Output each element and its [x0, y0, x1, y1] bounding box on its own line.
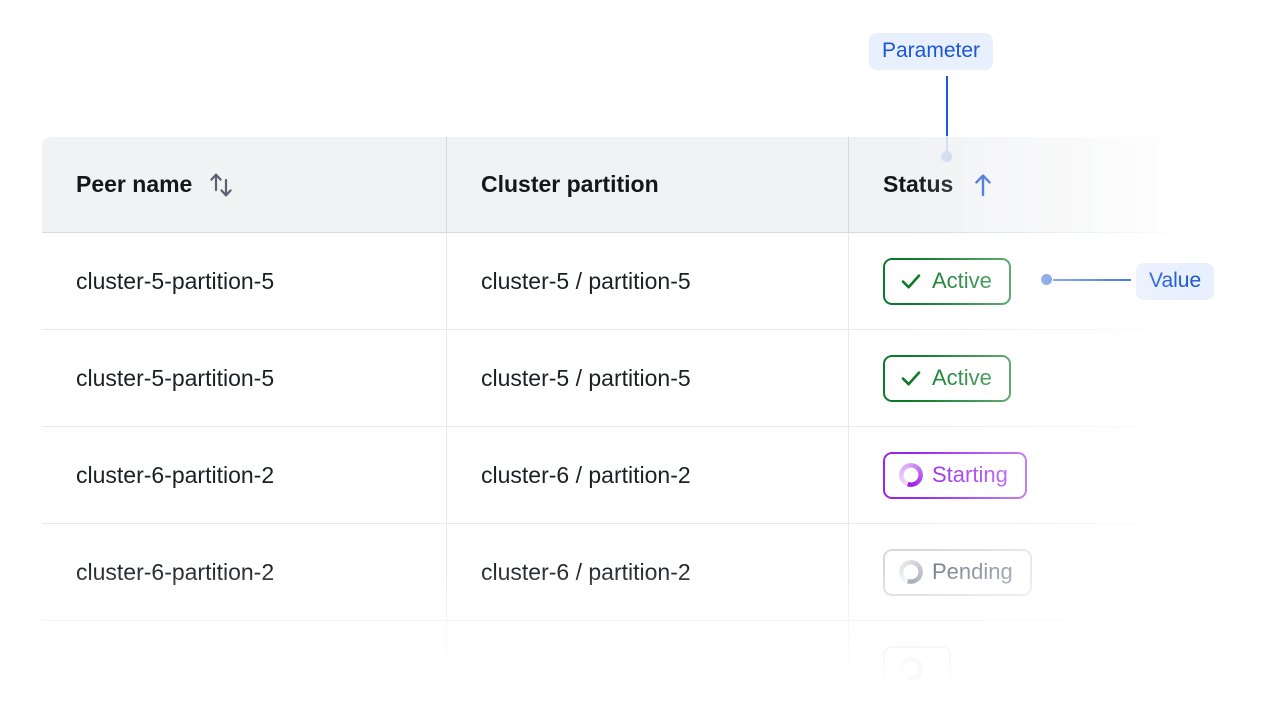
cell-peer-name: cluster-6-partition-2 — [42, 426, 447, 524]
cell-cluster-partition: cluster-6 / partition-2 — [446, 523, 849, 621]
status-badge-label: Pending — [932, 558, 1013, 584]
spinner-icon — [899, 559, 923, 584]
table-row[interactable] — [42, 620, 1191, 717]
cell-peer-name — [42, 620, 447, 717]
status-badge-label: Active — [932, 364, 992, 390]
sort-both-icon[interactable] — [208, 170, 234, 200]
cell-cluster-partition — [446, 620, 849, 717]
spinner-icon — [899, 462, 923, 487]
peer-table-container: Peer name — [41, 136, 1192, 718]
cell-peer-name: cluster-5-partition-5 — [42, 329, 447, 427]
table-row[interactable]: cluster-5-partition-5 cluster-5 / partit… — [42, 329, 1191, 427]
status-badge-starting: Starting — [883, 451, 1027, 499]
cell-status: Active — [848, 232, 1191, 330]
cell-status: Starting — [848, 426, 1191, 524]
column-header-peer-name-label: Peer name — [76, 171, 193, 197]
peer-table: Peer name — [41, 136, 1192, 718]
status-badge-active: Active — [883, 354, 1011, 402]
cell-status: Pending — [848, 523, 1191, 621]
check-icon — [899, 366, 923, 390]
status-badge-pending — [883, 645, 951, 693]
annotation-leader-line-parameter — [946, 76, 948, 157]
column-header-status[interactable]: Status — [848, 137, 1191, 233]
check-icon — [899, 269, 923, 293]
table-row[interactable]: cluster-6-partition-2 cluster-6 / partit… — [42, 426, 1191, 524]
column-header-status-label: Status — [883, 171, 954, 197]
column-header-cluster-partition[interactable]: Cluster partition — [446, 137, 849, 233]
status-badge-active: Active — [883, 257, 1011, 305]
table-row[interactable]: cluster-6-partition-2 cluster-6 / partit… — [42, 523, 1191, 621]
table-header: Peer name — [42, 137, 1191, 233]
column-header-cluster-partition-label: Cluster partition — [481, 171, 659, 197]
status-badge-pending: Pending — [883, 548, 1032, 596]
table-header-row: Peer name — [42, 137, 1191, 233]
cell-status: Active — [848, 329, 1191, 427]
cell-cluster-partition: cluster-6 / partition-2 — [446, 426, 849, 524]
annotation-badge-parameter: Parameter — [869, 33, 994, 70]
spinner-icon — [899, 656, 923, 681]
status-badge-label: Active — [932, 267, 992, 293]
cell-cluster-partition: cluster-5 / partition-5 — [446, 232, 849, 330]
status-badge-label: Starting — [932, 461, 1008, 487]
column-header-peer-name[interactable]: Peer name — [42, 137, 447, 233]
cell-status — [848, 620, 1191, 717]
cell-peer-name: cluster-5-partition-5 — [42, 232, 447, 330]
sort-ascending-arrow-icon[interactable] — [969, 170, 997, 200]
cell-peer-name: cluster-6-partition-2 — [42, 523, 447, 621]
table-row[interactable]: cluster-5-partition-5 cluster-5 / partit… — [42, 232, 1191, 330]
cell-cluster-partition: cluster-5 / partition-5 — [446, 329, 849, 427]
table-body: cluster-5-partition-5 cluster-5 / partit… — [42, 232, 1191, 717]
